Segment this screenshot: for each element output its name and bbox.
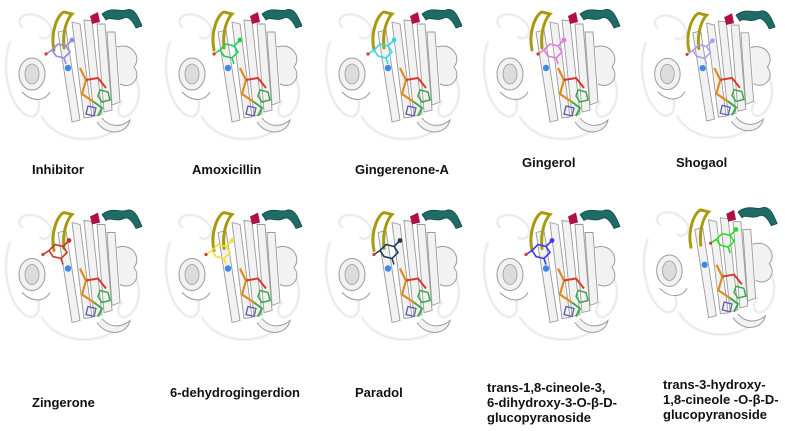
panel-inhibitor [2,2,150,147]
panel-hydroxy-cineole-glucopyranoside [640,196,785,361]
panel-label: Paradol [355,385,403,400]
panel-paradol [322,200,470,350]
panel-cineole-dihydroxy-glucopyranoside [480,200,628,350]
panel-label: Gingerol [522,155,576,170]
protein-structure-image [164,209,303,342]
panel-label: trans-3-hydroxy- 1,8-cineole -O-β-D- glu… [663,377,779,422]
panel-label: Gingerenone-A [355,162,449,177]
protein-structure-image [4,209,143,342]
panel-gingerol [480,2,628,147]
panel-label: Inhibitor [32,162,84,177]
protein-structure-image [324,209,463,342]
protein-structure-image [482,209,621,342]
panel-label: Zingerone [32,395,95,410]
protein-structure-image [164,9,303,141]
panel-6-dehydrogingerdion [162,200,310,350]
panel-shogaol [638,2,783,147]
protein-structure-image [482,9,621,141]
panel-gingerenone-a [322,2,470,147]
protein-structure-image [640,10,776,140]
protein-structure-image [4,9,143,141]
panel-zingerone [2,200,150,350]
protein-structure-image [324,9,463,141]
panel-label: Amoxicillin [192,162,262,177]
panel-label: 6-dehydrogingerdion [170,385,300,400]
panel-amoxicillin [162,2,310,147]
panel-label: trans-1,8-cineole-3, 6-dihydroxy-3-O-β-D… [487,380,617,425]
panel-label: Shogaol [676,155,728,170]
protein-structure-image [642,207,778,336]
